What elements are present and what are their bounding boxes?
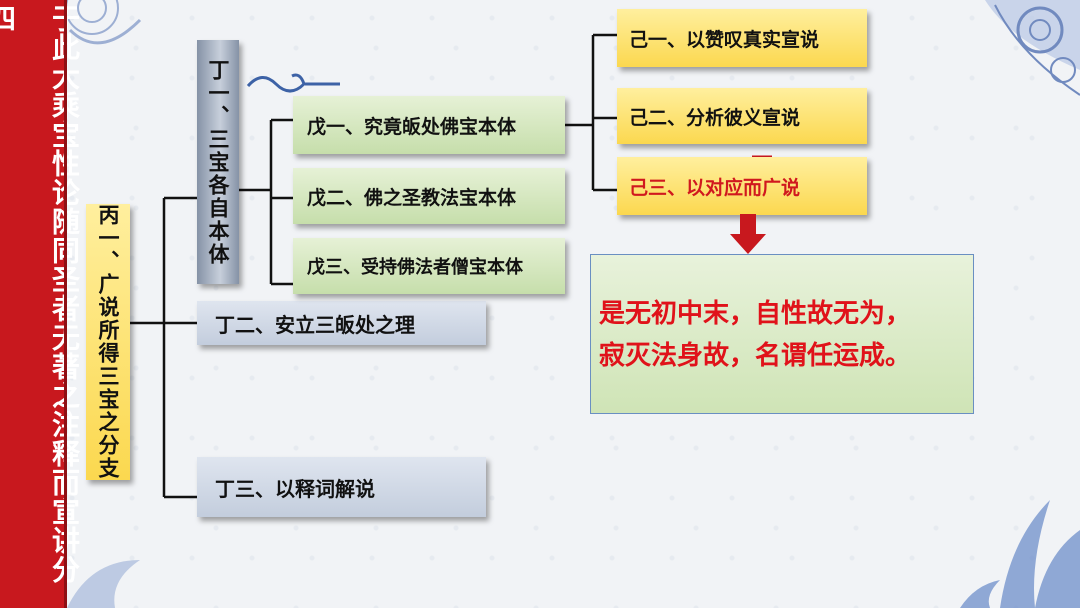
verse-box: 是无初中末，自性故无为， 寂灭法身故，名谓任运成。 — [590, 254, 974, 414]
down-arrow-icon — [730, 214, 766, 254]
corner-ornament-bottom-left — [67, 560, 140, 608]
corner-ornament-top-right — [985, 0, 1080, 96]
node-wu-1: 戊一、究竟皈处佛宝本体 — [293, 96, 565, 154]
side-title-border — [64, 0, 67, 608]
side-title: 于此大乘宝性论随同圣者无著之注释而宣讲分四 — [0, 0, 81, 608]
node-ji-2: 己二、分析彼义宣说 — [617, 88, 867, 144]
node-wu-2: 戊二、佛之圣教法宝本体 — [293, 168, 565, 224]
node-ding-1: 丁一、三宝各自本体 — [197, 40, 239, 284]
node-ji-1: 己一、以赞叹真实宣说 — [617, 9, 867, 67]
verse-line-2: 寂灭法身故，名谓任运成。 — [599, 341, 912, 371]
node-bing-1: 丙一、广说所得三宝之分支 — [86, 204, 130, 480]
corner-ornament-bottom-right — [960, 500, 1080, 608]
node-ji-3-highlighted: 己三、以对应而广说 — [617, 157, 867, 215]
node-ding-2: 丁二、安立三皈处之理 — [197, 301, 486, 345]
node-wu-3: 戊三、受持佛法者僧宝本体 — [293, 238, 565, 294]
node-ding-3: 丁三、以释词解说 — [197, 457, 486, 517]
verse-line-1: 是无初中末，自性故无为， — [599, 299, 912, 329]
cloud-ornament — [246, 73, 340, 93]
tree-connectors — [130, 33, 617, 499]
